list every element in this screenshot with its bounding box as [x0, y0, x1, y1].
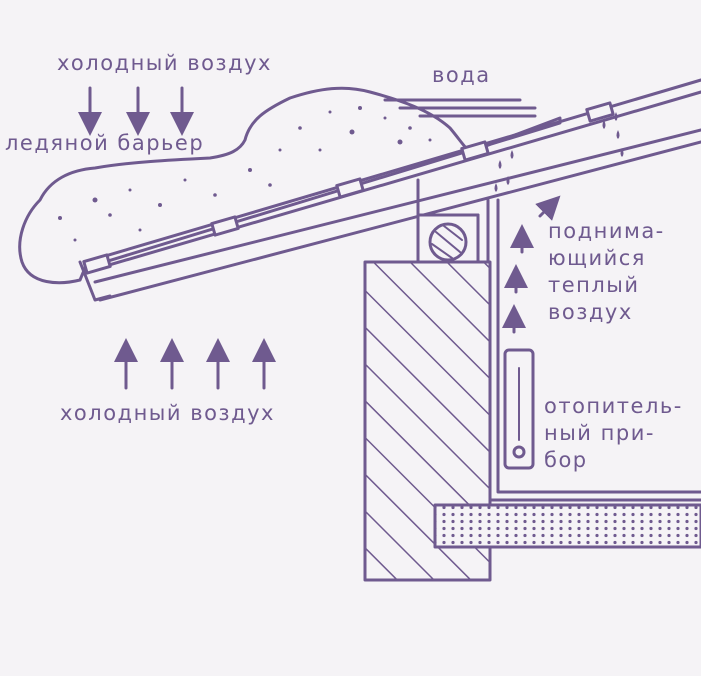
rising-warm-air-line-4: воздух — [548, 300, 633, 324]
rising-warm-air-line-3: теплый — [548, 273, 640, 297]
cold-air-bottom-label: холодный воздух — [60, 401, 275, 425]
heater-line-2: ный при- — [544, 421, 655, 445]
cold-air-top-label: холодный воздух — [57, 51, 272, 75]
water-surface — [383, 98, 537, 118]
water-drips — [494, 112, 624, 192]
rising-warm-air-line-2: ющийся — [548, 246, 646, 270]
interior-wall-face-2 — [496, 198, 701, 494]
cold-air-arrows-bottom — [114, 338, 276, 390]
floor-slab — [433, 503, 701, 549]
shingle-clips — [82, 101, 615, 275]
snow-speckles — [58, 106, 432, 242]
roof-underside — [98, 140, 701, 302]
cold-air-arrows-top — [78, 86, 194, 136]
rising-warm-air-label: поднима- ющийся теплый воздух — [548, 218, 665, 326]
heater-line-1: отопитель- — [544, 394, 683, 418]
heater-label: отопитель- ный при- бор — [544, 393, 683, 474]
sheathing — [93, 128, 701, 284]
warm-air-arrows — [502, 195, 561, 334]
eave-edge — [78, 260, 112, 302]
roof-bottom-line — [90, 90, 701, 272]
water-label: вода — [432, 63, 491, 87]
heater-line-3: бор — [544, 448, 588, 472]
interior-wall — [416, 178, 480, 217]
rising-warm-air-line-1: поднима- — [548, 219, 665, 243]
ice-barrier-label: ледяной барьер — [5, 131, 205, 155]
